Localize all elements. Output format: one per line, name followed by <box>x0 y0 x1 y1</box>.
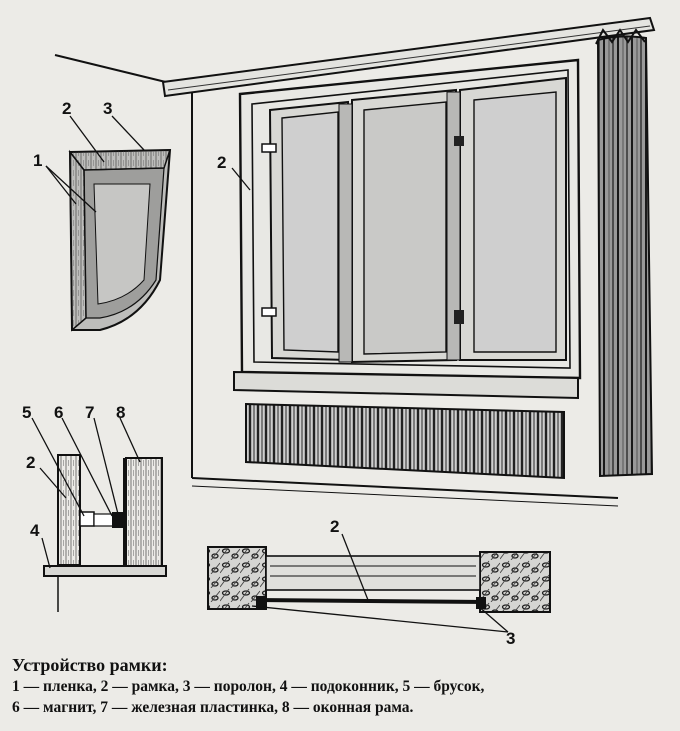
callout-2-plan: 2 <box>330 517 339 536</box>
callout-8-section: 8 <box>116 403 125 422</box>
callout-3-plan: 3 <box>506 629 515 648</box>
callout-1-frame: 1 <box>33 151 42 170</box>
callout-2-window: 2 <box>217 153 226 172</box>
callout-2-section: 2 <box>26 453 35 472</box>
curtain-rod <box>161 16 656 98</box>
leader-lines <box>31 115 509 633</box>
caption-title: Устройство рамки: <box>12 655 168 675</box>
figure-caption: Устройство рамки: 1 — пленка, 2 — рамка,… <box>12 654 674 718</box>
room-walls <box>54 54 619 507</box>
caption-legend-line-1: 1 — пленка, 2 — рамка, 3 — поролон, 4 — … <box>12 678 485 695</box>
callout-2-frame: 2 <box>62 99 71 118</box>
window-frame-diagram: 1 2 3 2 5 6 7 8 2 4 2 3 <box>22 16 656 648</box>
window <box>238 58 582 380</box>
curtain <box>595 28 654 478</box>
callout-3-frame: 3 <box>103 99 112 118</box>
frame-detail-drawing <box>68 148 172 332</box>
callout-5-section: 5 <box>22 403 31 422</box>
callout-4-section: 4 <box>30 521 40 540</box>
plan-section-detail-drawing <box>207 546 551 613</box>
window-sill <box>233 370 579 400</box>
callout-7-section: 7 <box>85 403 94 422</box>
caption-legend-line-2: 6 — магнит, 7 — железная пластинка, 8 — … <box>12 699 414 716</box>
callout-6-section: 6 <box>54 403 63 422</box>
radiator <box>245 402 565 480</box>
side-section-detail-drawing <box>43 454 167 612</box>
